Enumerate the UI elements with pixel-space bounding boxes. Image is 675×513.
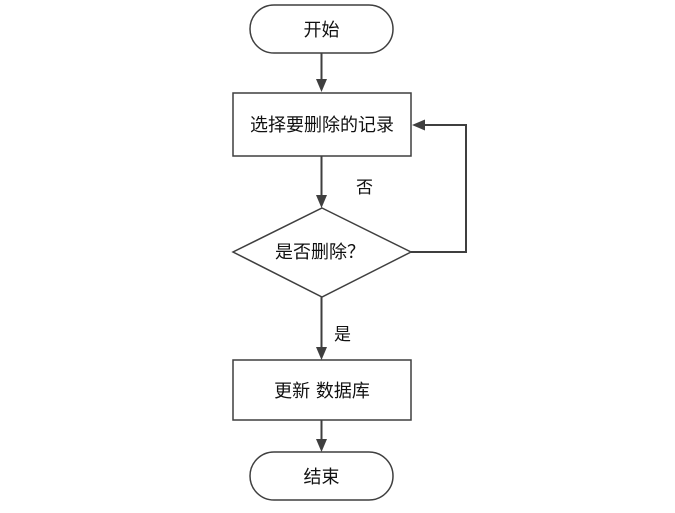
- update-database-node: 更新 数据库: [232, 359, 412, 421]
- arrow-head: [412, 119, 425, 131]
- decision-label: 是否删除？: [275, 242, 365, 263]
- select-record-label: 选择要删除的记录: [250, 115, 394, 136]
- end-label: 结束: [304, 467, 340, 488]
- arrow-select-to-decision: [316, 156, 327, 208]
- arrow-start-to-select: [316, 53, 327, 92]
- arrow-update-to-end: [316, 420, 327, 452]
- arrow-decision-no-loop: [411, 119, 467, 253]
- select-record-box: [232, 92, 412, 157]
- select-record-node: 选择要删除的记录: [232, 92, 412, 157]
- end-terminator-shape: [249, 451, 394, 501]
- arrow-head: [316, 195, 327, 208]
- arrow-head: [316, 347, 327, 360]
- arrow-head: [316, 439, 327, 452]
- edge-label-no: 否: [356, 178, 373, 198]
- arrow-head: [316, 79, 327, 92]
- start-node: 开始: [249, 4, 394, 54]
- edge-label-yes: 是: [334, 325, 351, 345]
- end-node: 结束: [249, 451, 394, 501]
- arrow-decision-yes: [316, 297, 327, 360]
- arrow-line: [411, 124, 467, 253]
- decision-node: 是否删除？: [231, 207, 413, 298]
- start-label: 开始: [304, 20, 340, 41]
- update-database-label: 更新 数据库: [274, 381, 370, 402]
